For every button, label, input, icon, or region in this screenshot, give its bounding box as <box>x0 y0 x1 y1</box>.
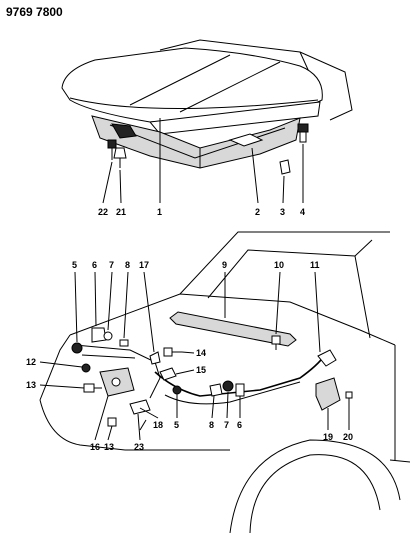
part-19-release-lever <box>315 377 341 411</box>
part-10-retainer <box>271 335 281 350</box>
part-13-screw-bottom <box>107 417 117 427</box>
callout-10: 10 <box>274 260 284 270</box>
callout-3: 3 <box>280 207 285 217</box>
callout-4: 4 <box>300 207 305 217</box>
part-13-screw-left <box>83 383 102 393</box>
hood-assembly <box>61 39 353 169</box>
callout-13-left: 13 <box>26 380 36 390</box>
part-3-clip <box>279 159 291 175</box>
callout-1: 1 <box>157 207 162 217</box>
release-cable <box>154 355 325 397</box>
part-22-clip <box>107 139 117 160</box>
callout-11: 11 <box>310 260 320 270</box>
callout-8-right: 8 <box>209 420 214 430</box>
part-14-bolt <box>163 347 182 357</box>
part-17-clamp <box>149 351 161 365</box>
part-16-hood-lock <box>99 367 135 397</box>
part-21-bumper <box>113 147 127 168</box>
callout-2: 2 <box>255 207 260 217</box>
part-5-bumper-left <box>71 342 83 354</box>
part-23-cable-end <box>139 419 147 431</box>
callout-21: 21 <box>116 207 126 217</box>
callout-12: 12 <box>26 357 36 367</box>
part-4-bumper <box>297 123 309 143</box>
part-9-seal <box>169 311 297 347</box>
callout-14: 14 <box>196 348 206 358</box>
callout-16: 16 <box>90 442 100 452</box>
parts-8-7-6-right <box>209 380 245 397</box>
part-12-grommet <box>81 363 91 373</box>
callout-6-right: 6 <box>237 420 242 430</box>
vehicle-body <box>39 231 410 533</box>
part-20-screw <box>345 391 353 412</box>
hood-inner-frame <box>91 115 301 169</box>
callout-7-right: 7 <box>224 420 229 430</box>
callout-18: 18 <box>153 420 163 430</box>
callout-23: 23 <box>134 442 144 452</box>
part-11-release-handle <box>317 349 337 367</box>
part-8-bolt-left <box>119 339 129 347</box>
callout-19: 19 <box>323 432 333 442</box>
callout-15: 15 <box>196 365 206 375</box>
callout-9: 9 <box>222 260 227 270</box>
callout-8: 8 <box>125 260 130 270</box>
callout-13-bottom: 13 <box>104 442 114 452</box>
callout-17: 17 <box>139 260 149 270</box>
callout-6: 6 <box>92 260 97 270</box>
callout-20: 20 <box>343 432 353 442</box>
catalog-number: 9769 7800 <box>6 5 63 19</box>
part-15-clip <box>159 367 177 381</box>
part-5-bumper-bottom <box>172 385 182 395</box>
callout-5-bottom: 5 <box>174 420 179 430</box>
callout-22: 22 <box>98 207 108 217</box>
part-6-7-clips-left <box>91 327 113 343</box>
callout-5: 5 <box>72 260 77 270</box>
hood-panel <box>61 47 323 123</box>
callout-7: 7 <box>109 260 114 270</box>
